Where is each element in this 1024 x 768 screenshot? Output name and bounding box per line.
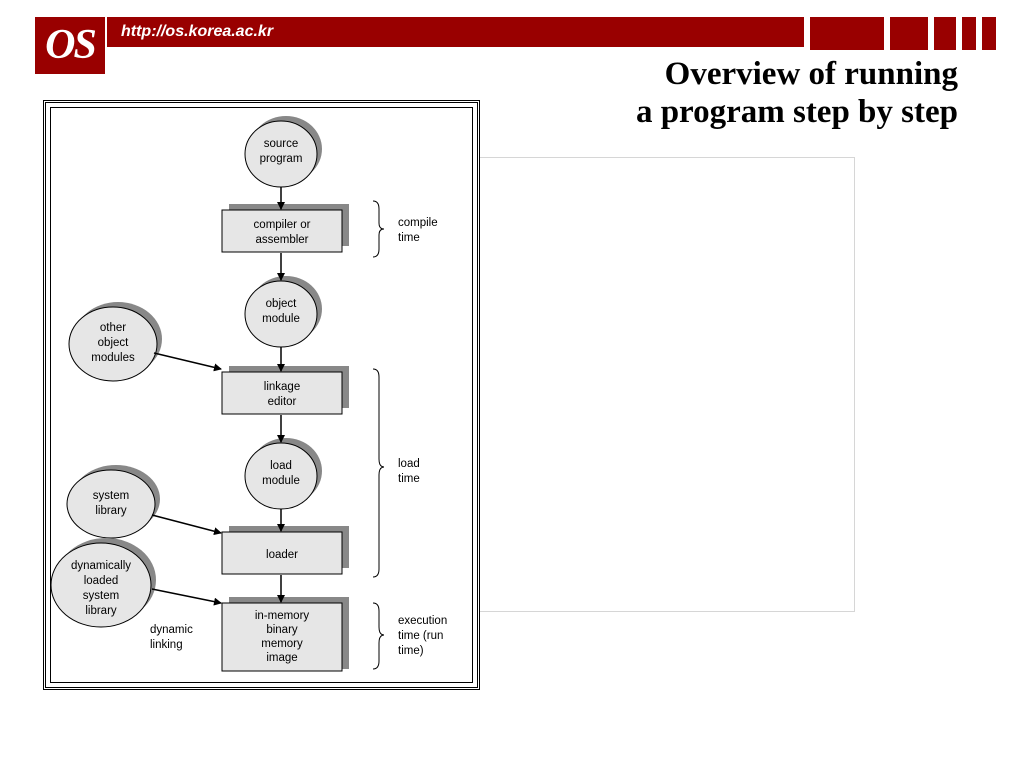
source-program-label-2: program [260, 153, 303, 165]
system-library-label-2: library [95, 505, 127, 517]
dynamic-library-label-1: dynamically [71, 560, 131, 572]
in-memory-label-1: in-memory [255, 610, 310, 622]
in-memory-label-2: binary [266, 624, 298, 636]
object-module-ellipse: object module [244, 276, 322, 348]
brace-load-time [372, 368, 385, 578]
execution-time-label-2: time (run [398, 630, 443, 642]
load-module-label-2: module [262, 475, 300, 487]
slide-title-line-2: a program step by step [635, 94, 958, 130]
dynamically-loaded-system-library-ellipse: dynamically loaded system library [50, 538, 156, 628]
program-steps-diagram: source program object module other objec… [50, 116, 447, 672]
header-block-decoration [982, 17, 996, 50]
linkage-editor-label-1: linkage [264, 381, 300, 393]
content-placeholder [476, 157, 855, 612]
arrow-other-modules-to-linkage [153, 352, 222, 372]
in-memory-label-3: memory [261, 638, 303, 650]
header-block-decoration [890, 17, 928, 50]
other-object-modules-label-2: object [98, 337, 129, 349]
header-block-decoration [934, 17, 956, 50]
object-module-label-1: object [266, 298, 297, 310]
dynamic-library-label-4: library [85, 605, 117, 617]
header-block-decoration [962, 17, 976, 50]
other-object-modules-label-1: other [100, 322, 126, 334]
compiler-label-2: assembler [255, 234, 308, 246]
other-object-modules-ellipse: other object modules [68, 302, 162, 382]
compiler-box: compiler or assembler [221, 204, 349, 253]
in-memory-image-box: in-memory binary memory image [221, 597, 349, 672]
dynamic-linking-label-2: linking [150, 639, 183, 651]
source-program-label-1: source [264, 138, 299, 150]
compiler-label-1: compiler or [254, 219, 311, 231]
slide-title-line-1: Overview of running [664, 56, 958, 92]
execution-time-label-1: execution [398, 615, 447, 627]
object-module-label-2: module [262, 313, 300, 325]
logo: OS [35, 17, 105, 74]
header-url[interactable]: http://os.korea.ac.kr [121, 23, 274, 40]
logo-text: OS [45, 22, 97, 68]
system-library-label-1: system [93, 490, 129, 502]
other-object-modules-label-3: modules [91, 352, 135, 364]
dynamic-linking-label-1: dynamic [150, 624, 193, 636]
dynamic-library-label-3: system [83, 590, 119, 602]
in-memory-label-4: image [266, 652, 297, 664]
compile-time-label-2: time [398, 232, 420, 244]
source-program-ellipse: source program [244, 116, 322, 188]
system-library-ellipse: system library [66, 465, 160, 539]
slide-title: Overview of running a program step by st… [636, 55, 958, 131]
header-block-decoration [810, 17, 884, 50]
load-time-label-2: time [398, 473, 420, 485]
header-bar [107, 17, 804, 47]
diagram-frame: source program object module other objec… [43, 100, 480, 690]
brace-compile-time [372, 200, 385, 258]
loader-label: loader [266, 549, 298, 561]
linkage-editor-label-2: editor [268, 396, 297, 408]
execution-time-label-3: time) [398, 645, 424, 657]
arrow-dynamic-library-to-memory [151, 588, 222, 606]
arrow-system-library-to-loader [151, 514, 222, 536]
load-module-label-1: load [270, 460, 292, 472]
linkage-editor-box: linkage editor [221, 366, 349, 415]
brace-execution-time [372, 602, 385, 670]
load-time-label-1: load [398, 458, 420, 470]
dynamic-library-label-2: loaded [84, 575, 119, 587]
compile-time-label-1: compile [398, 217, 438, 229]
loader-box: loader [221, 526, 349, 575]
load-module-ellipse: load module [244, 438, 322, 510]
diagram-inner-frame [50, 107, 473, 683]
